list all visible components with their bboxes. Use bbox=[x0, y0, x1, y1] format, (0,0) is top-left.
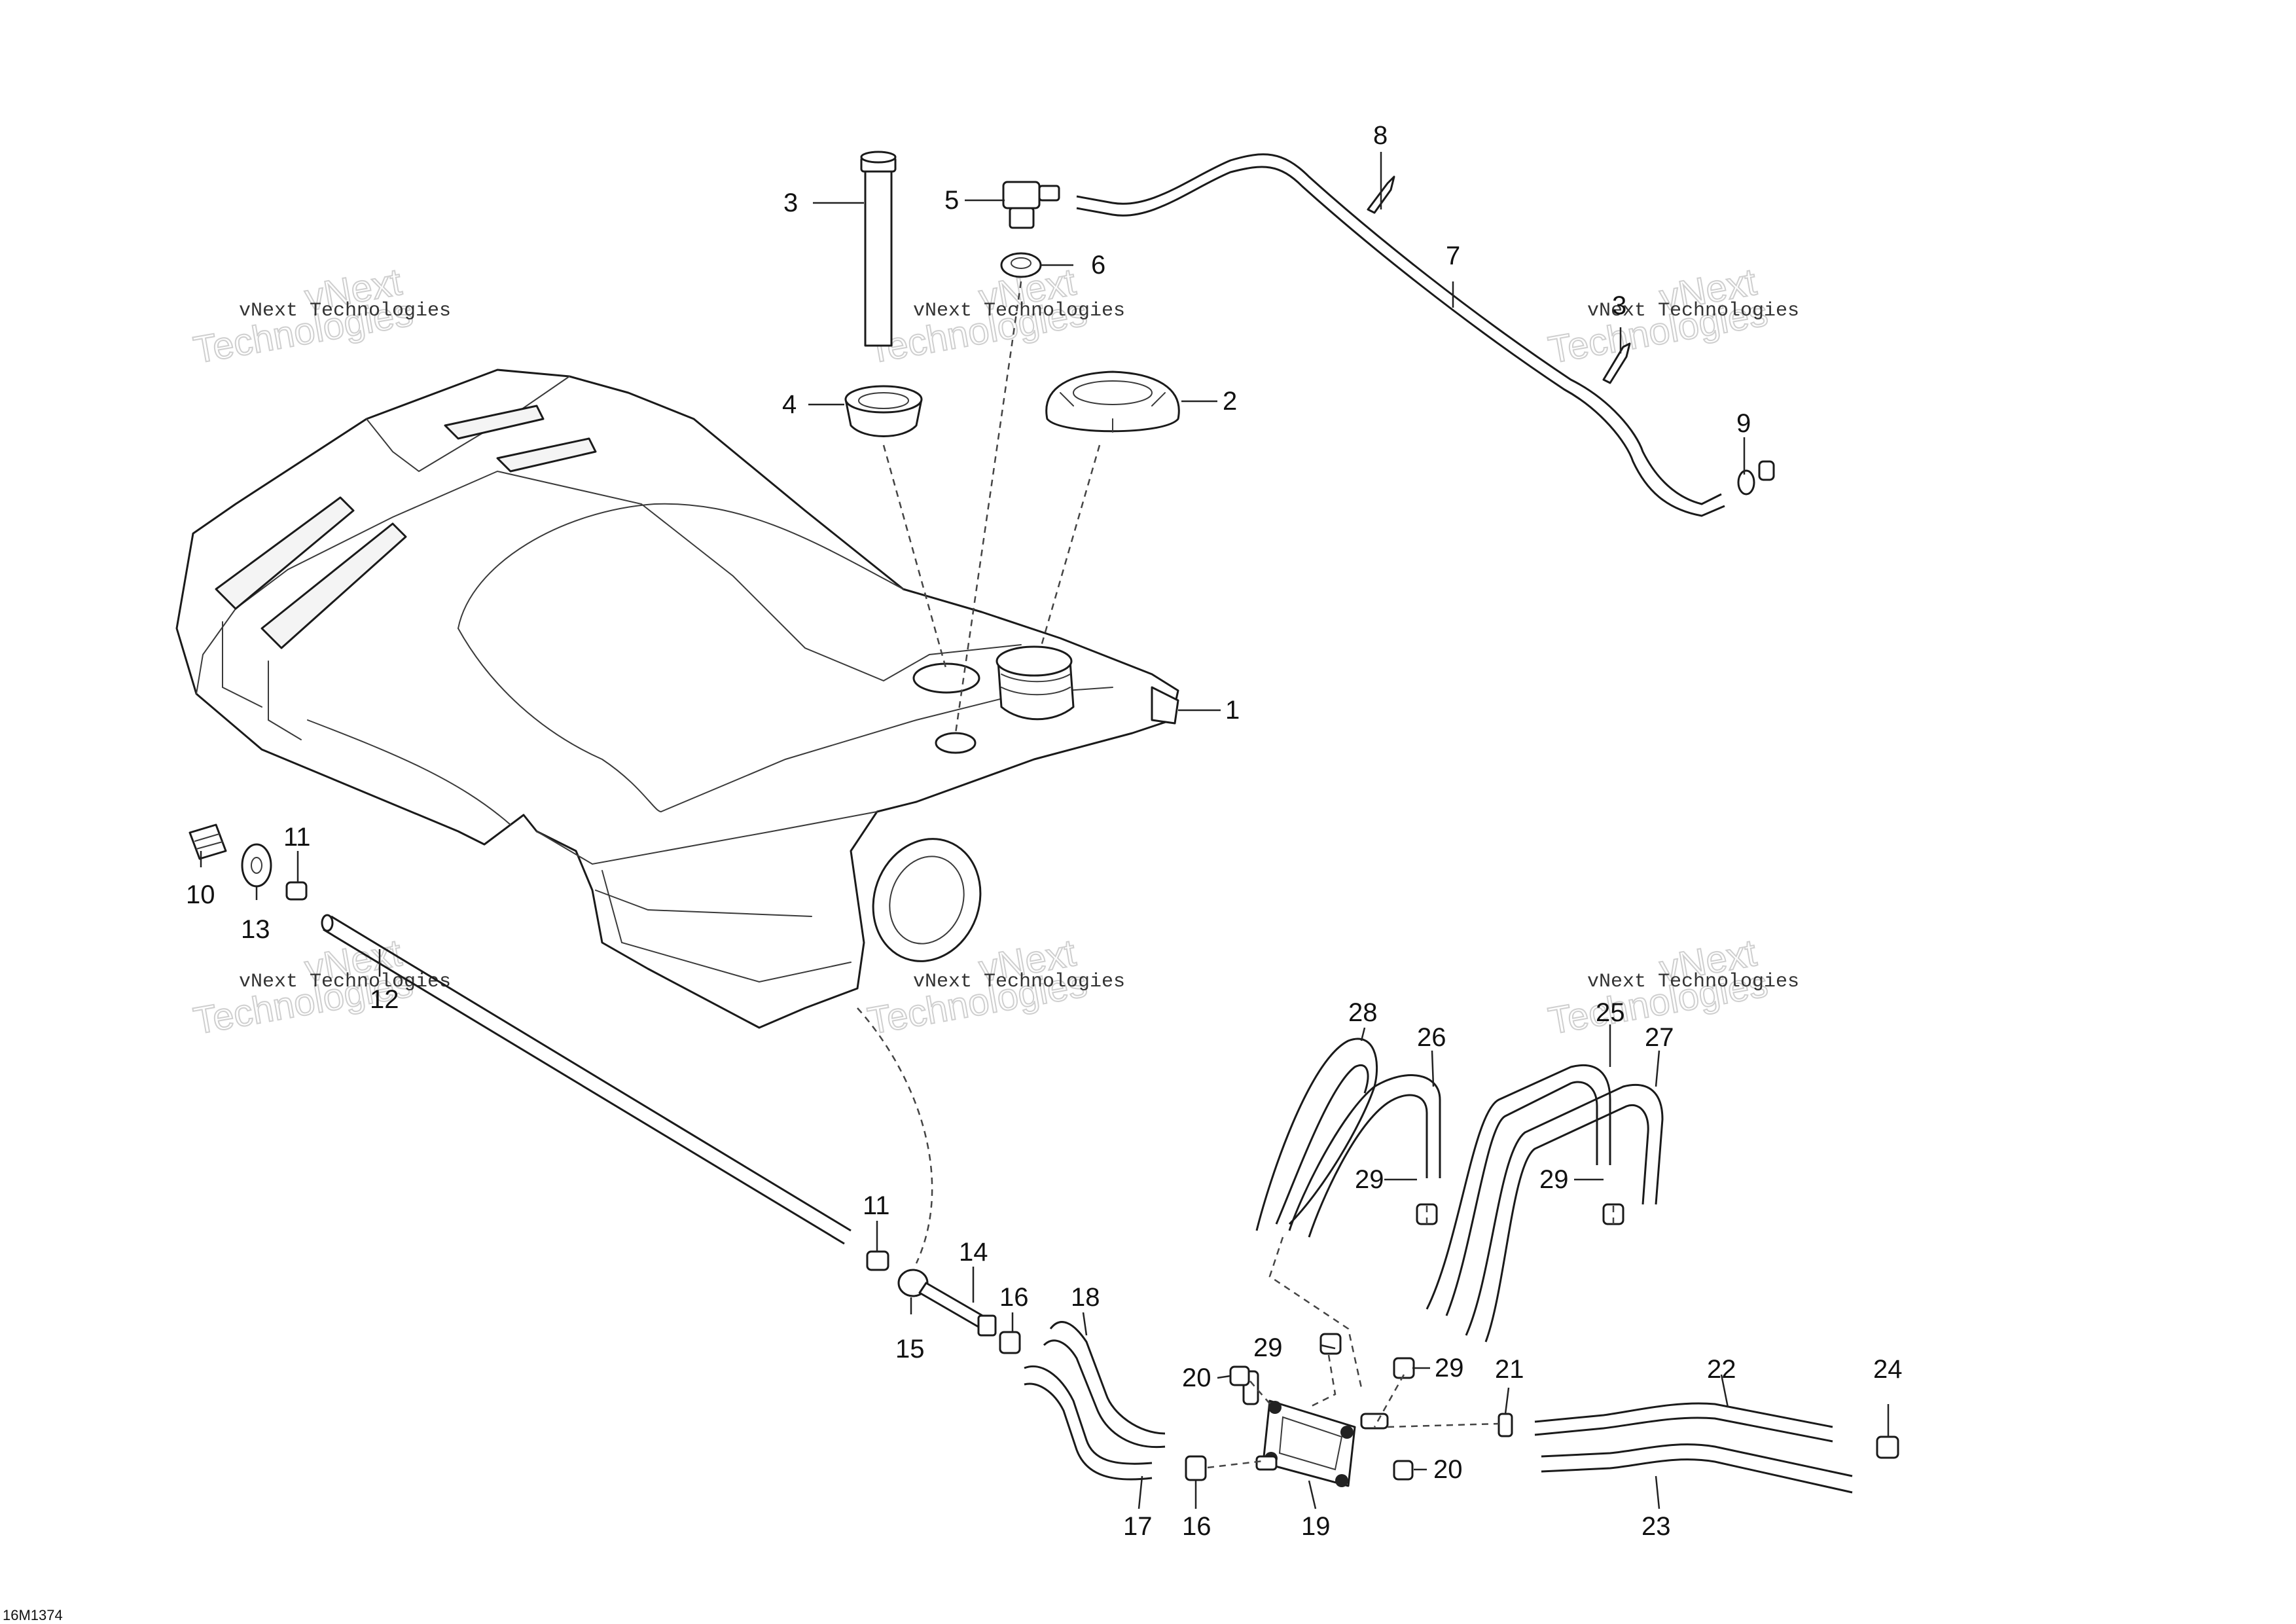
callout-9: 9 bbox=[1736, 409, 1751, 438]
filler-tube bbox=[864, 168, 893, 347]
watermark: Technologies vNext vNext Technologies bbox=[864, 260, 1125, 372]
clamp-11-bottom bbox=[866, 1250, 889, 1271]
callout-24: 24 bbox=[1873, 1355, 1903, 1384]
clamp-20b bbox=[1393, 1460, 1414, 1481]
callout-3b: 3 bbox=[1612, 291, 1626, 320]
clamp-20a bbox=[1229, 1365, 1250, 1386]
callout-29b: 29 bbox=[1539, 1165, 1569, 1194]
callout-labels: 1 2 3 4 5 6 7 8 3 9 10 11 13 12 11 14 15… bbox=[186, 121, 1903, 1541]
watermark-text: vNext Technologies bbox=[1587, 300, 1799, 322]
callout-28: 28 bbox=[1348, 998, 1378, 1027]
hose-22 bbox=[1534, 1402, 1833, 1443]
callout-13: 13 bbox=[241, 915, 270, 944]
callout-27: 27 bbox=[1645, 1023, 1674, 1052]
callout-11-top: 11 bbox=[283, 823, 311, 852]
clamp-29c bbox=[1319, 1333, 1342, 1355]
watermark-text: vNext Technologies bbox=[913, 300, 1125, 322]
watermark-text: vNext Technologies bbox=[1587, 971, 1799, 993]
callout-20a: 20 bbox=[1182, 1363, 1211, 1392]
hose-27 bbox=[1465, 1083, 1664, 1343]
callout-2: 2 bbox=[1223, 387, 1237, 416]
callout-29c: 29 bbox=[1253, 1333, 1283, 1362]
fitting-10 bbox=[188, 823, 227, 860]
callout-5: 5 bbox=[944, 186, 959, 215]
watermark-text: vNext Technologies bbox=[239, 971, 451, 993]
watermark: Technologies vNext vNext Technologies bbox=[1545, 260, 1799, 372]
callout-17: 17 bbox=[1123, 1512, 1153, 1541]
sender-port bbox=[912, 662, 980, 694]
clamp-9 bbox=[1737, 469, 1755, 496]
callout-16b: 16 bbox=[1182, 1512, 1211, 1541]
callout-11-bottom: 11 bbox=[863, 1191, 890, 1220]
clamp-24 bbox=[1876, 1435, 1899, 1459]
callout-7: 7 bbox=[1446, 242, 1460, 270]
callout-12: 12 bbox=[370, 985, 399, 1014]
fuel-pump-19 bbox=[1262, 1399, 1356, 1487]
hose-23 bbox=[1541, 1443, 1853, 1494]
callout-29a: 29 bbox=[1355, 1165, 1384, 1194]
callout-25: 25 bbox=[1596, 998, 1625, 1027]
grommet-13 bbox=[241, 843, 272, 888]
callout-1: 1 bbox=[1225, 696, 1240, 725]
assembly-lines bbox=[857, 281, 1615, 1469]
watermark-text: vNext Technologies bbox=[913, 971, 1125, 993]
callout-23: 23 bbox=[1641, 1512, 1671, 1541]
hose-25 bbox=[1426, 1064, 1611, 1316]
callout-4: 4 bbox=[782, 390, 797, 419]
callout-22: 22 bbox=[1707, 1355, 1736, 1384]
callout-8: 8 bbox=[1373, 121, 1388, 150]
filler-neck bbox=[997, 660, 1075, 721]
hose-18 bbox=[1043, 1321, 1166, 1449]
drawing-code: 16M1374 bbox=[3, 1607, 63, 1623]
watermark: Technologies vNext vNext Technologies bbox=[190, 260, 451, 372]
leader-lines bbox=[200, 152, 1890, 1509]
filler-neck-top bbox=[996, 645, 1073, 677]
clamp-11-top bbox=[285, 881, 308, 901]
hose-17 bbox=[1024, 1365, 1153, 1481]
vent-hose bbox=[1076, 153, 1722, 505]
lower-hoses bbox=[1024, 1038, 1899, 1494]
fuel-tank-illustration bbox=[175, 369, 1179, 1029]
clamp-16a bbox=[999, 1331, 1021, 1354]
clamp-16b bbox=[1185, 1455, 1207, 1481]
watermark: Technologies vNext vNext Technologies bbox=[190, 931, 451, 1043]
watermark-text: vNext Technologies bbox=[239, 300, 451, 322]
callout-19: 19 bbox=[1301, 1512, 1331, 1541]
callout-6: 6 bbox=[1091, 251, 1105, 280]
clamp-21 bbox=[1498, 1413, 1513, 1437]
hose-26 bbox=[1288, 1074, 1441, 1238]
callout-18: 18 bbox=[1071, 1283, 1100, 1312]
vent-port bbox=[935, 732, 977, 754]
callout-20b: 20 bbox=[1433, 1455, 1463, 1484]
callout-14: 14 bbox=[959, 1238, 988, 1267]
callout-3: 3 bbox=[783, 189, 798, 217]
long-tube-12 bbox=[323, 915, 852, 1245]
callout-10: 10 bbox=[186, 880, 215, 909]
callout-29d: 29 bbox=[1435, 1354, 1464, 1382]
valve-grommet bbox=[1000, 252, 1042, 278]
callout-15: 15 bbox=[895, 1335, 925, 1363]
pump-opening bbox=[872, 838, 982, 962]
callout-21: 21 bbox=[1495, 1355, 1524, 1384]
left-parts bbox=[188, 823, 1021, 1354]
callout-26: 26 bbox=[1417, 1023, 1446, 1052]
rollover-valve bbox=[1002, 181, 1041, 209]
callout-16a: 16 bbox=[999, 1283, 1029, 1312]
hose-28 bbox=[1255, 1038, 1378, 1231]
